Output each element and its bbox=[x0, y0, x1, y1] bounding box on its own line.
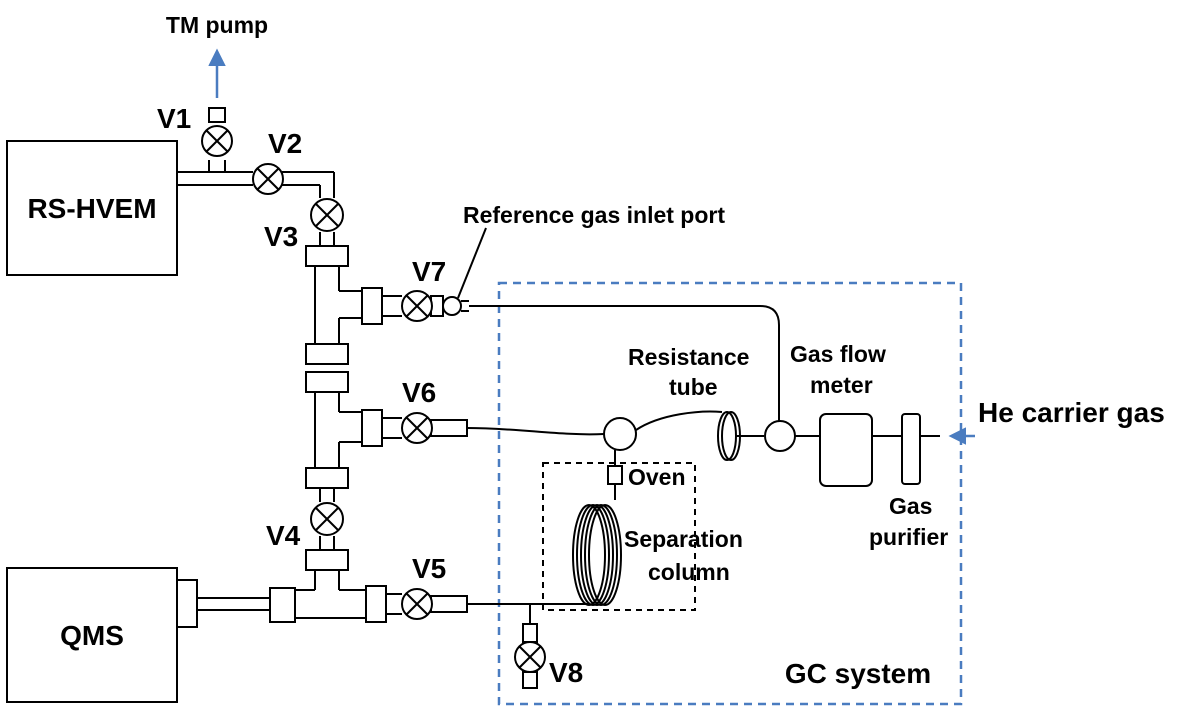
valve-v6-icon[interactable] bbox=[401, 412, 433, 444]
valve-v5-icon[interactable] bbox=[401, 588, 433, 620]
v1-label: V1 bbox=[157, 103, 191, 134]
separation-column-coil bbox=[572, 504, 622, 606]
valve-v4-icon[interactable] bbox=[310, 502, 344, 536]
ref-gas-inlet-label: Reference gas inlet port bbox=[463, 202, 725, 228]
flange-mid-2 bbox=[305, 371, 349, 393]
v7-flange bbox=[361, 287, 383, 325]
resistance-label-2: tube bbox=[669, 374, 718, 400]
gas-purifier-label-1: Gas bbox=[889, 493, 932, 519]
v4-label: V4 bbox=[266, 520, 301, 551]
rs-hvem-box bbox=[6, 140, 178, 276]
qms-pipe-flange bbox=[269, 587, 296, 623]
v8-label: V8 bbox=[549, 657, 583, 688]
resistance-tube-line bbox=[635, 410, 723, 431]
qms-box bbox=[6, 567, 178, 703]
v6-outlet bbox=[430, 419, 468, 437]
gas-purifier-label-2: purifier bbox=[869, 524, 948, 550]
gc-system-border bbox=[497, 281, 963, 706]
v5-outlet bbox=[430, 595, 468, 613]
gc-system-label: GC system bbox=[785, 658, 931, 689]
resistance-tube-coil bbox=[717, 411, 737, 461]
reference-gas-inlet-port[interactable] bbox=[442, 296, 462, 316]
resistance-label-1: Resistance bbox=[628, 344, 749, 370]
gas-purifier-box bbox=[901, 413, 921, 485]
tm-pump-label: TM pump bbox=[166, 12, 268, 38]
gas-flow-meter-box bbox=[819, 413, 873, 487]
valve-v7-icon[interactable] bbox=[401, 290, 433, 322]
flow-meter-tee bbox=[764, 420, 796, 452]
valve-v1-icon[interactable] bbox=[201, 125, 233, 157]
v5-flange bbox=[365, 585, 387, 623]
v5-label: V5 bbox=[412, 553, 446, 584]
valve-v2-icon[interactable] bbox=[252, 163, 284, 195]
injector-tee bbox=[603, 417, 637, 451]
column-inlet-fitting bbox=[607, 465, 623, 485]
rs-hvem-label: RS-HVEM bbox=[27, 193, 156, 224]
flange-lower bbox=[305, 467, 349, 489]
separation-column-label-2: column bbox=[648, 559, 730, 585]
ref-gas-line bbox=[469, 305, 780, 424]
separation-column-label-1: Separation bbox=[624, 526, 743, 552]
v6-to-injector-line bbox=[466, 427, 605, 436]
valve-v8-icon[interactable] bbox=[514, 623, 546, 689]
qms-label: QMS bbox=[60, 620, 124, 651]
v2-label: V2 bbox=[268, 128, 302, 159]
v1-port bbox=[208, 107, 226, 123]
oven-label: Oven bbox=[628, 464, 686, 490]
ref-gas-pointer bbox=[457, 227, 487, 299]
oven-box bbox=[542, 462, 696, 611]
flange-bottom bbox=[305, 549, 349, 571]
he-carrier-gas-label: He carrier gas bbox=[978, 397, 1165, 428]
gas-flow-meter-label-2: meter bbox=[810, 372, 873, 398]
v6-flange bbox=[361, 409, 383, 447]
flange-top bbox=[305, 245, 349, 267]
flange-mid-1 bbox=[305, 343, 349, 365]
v6-label: V6 bbox=[402, 377, 436, 408]
v3-label: V3 bbox=[264, 221, 298, 252]
qms-flange bbox=[176, 579, 198, 628]
gas-flow-meter-label-1: Gas flow bbox=[790, 341, 886, 367]
v7-label: V7 bbox=[412, 256, 446, 287]
valve-v3-icon[interactable] bbox=[310, 198, 344, 232]
